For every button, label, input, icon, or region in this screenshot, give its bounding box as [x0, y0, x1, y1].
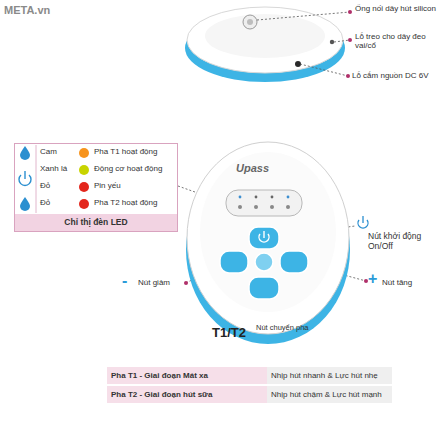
- pump-front-view: [239, 196, 242, 199]
- pump-front-view: [226, 190, 302, 216]
- led-swatch: [79, 199, 89, 209]
- pump-top-view: [185, 7, 345, 82]
- leader-line: [300, 64, 348, 76]
- color-name: Xanh lá: [40, 164, 67, 173]
- control-button: [280, 251, 308, 273]
- leader-dot: [346, 74, 350, 78]
- brand-logo: Upass: [236, 162, 269, 175]
- table-cell: Pha T1 - Giai đoạn Mát xa: [107, 367, 267, 385]
- part-label: Nút tăng: [382, 278, 412, 287]
- table-cell: Nhịp hút chậm & Lực hút mạnh: [267, 386, 392, 404]
- pump-front-view: [254, 205, 258, 209]
- control-button: [220, 227, 308, 299]
- pump-top-view: [187, 7, 343, 73]
- pump-front-view: [270, 205, 274, 209]
- part-label: Nút khởi động On/Off: [368, 232, 434, 252]
- pump-front-view: [286, 205, 290, 209]
- leader-dot: [364, 279, 368, 283]
- part-label: Nút giảm: [138, 278, 170, 287]
- power-symbol: [263, 231, 264, 238]
- control-button: [249, 227, 279, 249]
- pump-top-view: [243, 15, 257, 29]
- power-symbol: [362, 216, 363, 223]
- control-button: [220, 251, 248, 273]
- pump-front-view: [200, 152, 336, 312]
- control-button: [249, 277, 279, 299]
- watermark: META.vn: [4, 4, 50, 17]
- led-swatch: [79, 165, 89, 175]
- legend-text: Pin yếu: [94, 181, 121, 190]
- pump-front-view: [238, 205, 242, 209]
- pump-top-view: [330, 40, 334, 44]
- part-label: Lỗ treo cho dây đeo vai/cổ: [355, 32, 441, 50]
- pump-front-view: [255, 196, 258, 199]
- pump-front-view: [287, 196, 290, 199]
- leader-dot: [184, 281, 188, 285]
- legend-text: Pha T2 hoạt động: [94, 198, 157, 207]
- plus-sign: +: [368, 270, 377, 288]
- table-cell: Nhịp hút nhanh & Lực hút nhẹ: [267, 367, 392, 385]
- pump-top-view: [205, 14, 325, 58]
- leader-dot: [348, 10, 352, 14]
- table-cell: Pha T2 - Giai đoạn hút sữa: [107, 386, 267, 404]
- legend-text: Pha T1 hoạt động: [94, 147, 157, 156]
- control-button: [255, 253, 273, 271]
- legend-caption: Chỉ thị đèn LED: [15, 214, 177, 231]
- pump-top-view: [247, 19, 253, 25]
- power-symbol: [358, 216, 368, 228]
- pump-front-view: [186, 142, 350, 344]
- power-symbol: [259, 231, 269, 242]
- color-name: Đỏ: [40, 181, 50, 190]
- part-label: Lỗ cắm nguồn DC 6V: [352, 71, 440, 80]
- pump-front-view: [187, 142, 349, 334]
- minus-sign: -: [122, 272, 127, 290]
- leader-line: [257, 12, 350, 20]
- leader-dot: [348, 38, 352, 42]
- phase-label: T1/T2: [212, 326, 246, 341]
- part-label: Ống nối dây hút silicon: [355, 4, 441, 13]
- led-swatch: [79, 182, 89, 192]
- led-swatch: [79, 148, 89, 158]
- pump-front-view: [271, 196, 274, 199]
- color-name: Đỏ: [40, 198, 50, 207]
- color-name: Cam: [40, 147, 57, 156]
- leader-line: [334, 40, 350, 42]
- part-label: Nút chuyển pha: [256, 324, 309, 333]
- legend-text: Động cơ hoạt động: [94, 164, 162, 173]
